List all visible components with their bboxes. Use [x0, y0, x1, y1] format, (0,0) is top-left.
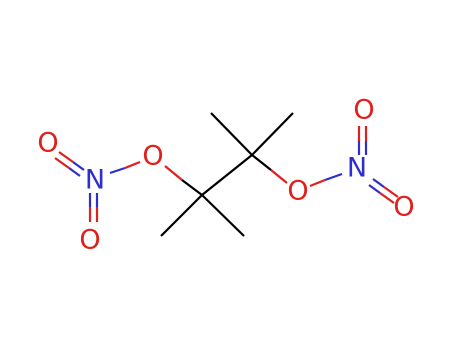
bond-o1-n1-blue: [109, 166, 126, 175]
atom-o-upper-left: O: [37, 128, 58, 159]
bond-o4-n2-blue: [324, 172, 343, 182]
atom-o-upper-right: O: [353, 95, 374, 126]
atom-o-ester-left: O: [142, 141, 163, 172]
bond-c2-methyl-right: [251, 112, 294, 156]
bond-c1-o-red: [164, 165, 183, 181]
atom-o-ester-right: O: [287, 176, 308, 207]
bond-o1-n1-red: [124, 160, 141, 170]
bond-c2-o-black: [251, 154, 272, 171]
bond-n1-o2-blue-a: [72, 161, 85, 171]
carbon-bonds: [160, 112, 294, 237]
bond-c1-o-black: [181, 179, 203, 196]
atom-n-left: N: [85, 165, 105, 196]
atom-labels: O N O O O N O O: [37, 95, 414, 256]
bond-c1-c2: [201, 154, 253, 196]
bond-n2-o6-blue-b: [368, 184, 381, 194]
o-n-bonds: [109, 160, 343, 188]
bond-n2-o6-blue-a: [372, 178, 385, 188]
atom-o-lower-right: O: [393, 192, 414, 223]
bond-n1-o2-red-b: [54, 157, 70, 169]
atom-o-lower-left: O: [79, 225, 100, 256]
bond-c1-methyl-right: [201, 194, 245, 237]
atom-n-right: N: [347, 153, 367, 184]
bond-n2-o6-red-b: [379, 192, 395, 204]
c-o-bonds: [164, 154, 288, 196]
bond-n1-o2-red-a: [58, 151, 74, 163]
bond-n1-o2-blue-b: [68, 167, 81, 177]
bond-n2-o6-red-a: [383, 186, 399, 198]
bond-c1-methyl-left: [160, 194, 203, 237]
bond-c2-methyl-left: [210, 112, 253, 156]
bond-o4-n2-red: [309, 178, 326, 188]
n-o-double-bonds: [54, 126, 399, 222]
bond-c2-o-red: [270, 169, 288, 184]
